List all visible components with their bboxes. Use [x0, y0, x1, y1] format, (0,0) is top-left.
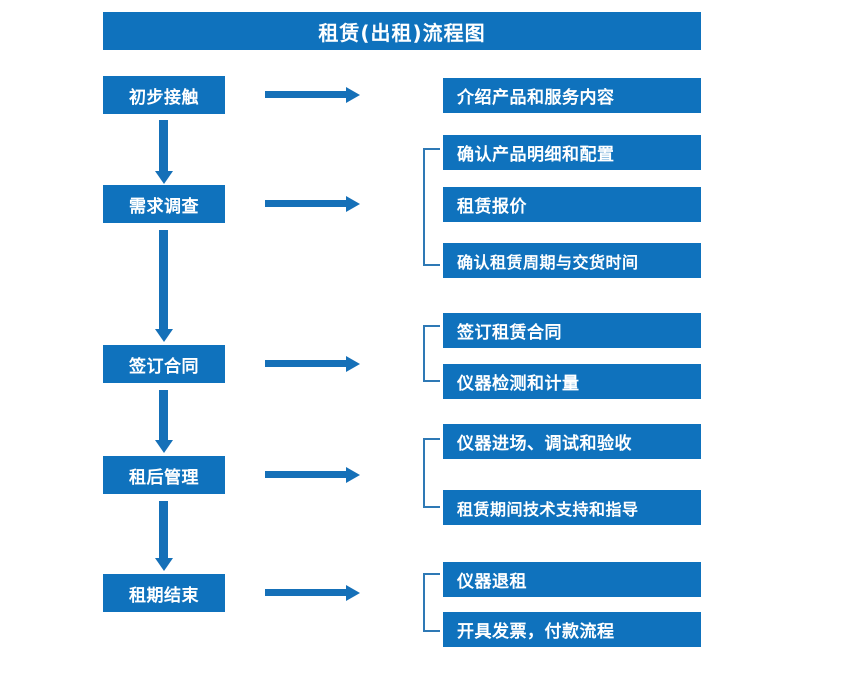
detail-box-2[interactable]: 确认产品明细和配置: [443, 135, 701, 170]
detail-box-1[interactable]: 介绍产品和服务内容: [443, 78, 701, 113]
detail-box-5[interactable]: 签订租赁合同: [443, 313, 701, 348]
down-arrow-icon-1: [159, 120, 168, 172]
right-arrow-icon-4: [265, 471, 347, 478]
detail-box-10[interactable]: 开具发票，付款流程: [443, 612, 701, 647]
group-bracket-3: [423, 325, 440, 382]
detail-box-9[interactable]: 仪器退租: [443, 562, 701, 597]
detail-box-3[interactable]: 租赁报价: [443, 187, 701, 222]
stage-box-4[interactable]: 租后管理: [103, 456, 225, 494]
detail-box-8[interactable]: 租赁期间技术支持和指导: [443, 490, 701, 525]
down-arrow-icon-3: [159, 390, 168, 441]
group-bracket-4: [423, 438, 440, 508]
stage-box-2[interactable]: 需求调查: [103, 185, 225, 223]
detail-box-4[interactable]: 确认租赁周期与交货时间: [443, 243, 701, 278]
down-arrow-icon-2: [159, 230, 168, 330]
down-arrow-icon-4: [159, 501, 168, 559]
right-arrow-icon-5: [265, 589, 347, 596]
right-arrow-icon-3: [265, 360, 347, 367]
stage-box-3[interactable]: 签订合同: [103, 345, 225, 383]
detail-box-7[interactable]: 仪器进场、调试和验收: [443, 424, 701, 459]
group-bracket-5: [423, 573, 440, 632]
stage-box-5[interactable]: 租期结束: [103, 574, 225, 612]
right-arrow-icon-1: [265, 91, 347, 98]
detail-box-6[interactable]: 仪器检测和计量: [443, 364, 701, 399]
right-arrow-icon-2: [265, 200, 347, 207]
chart-title: 租赁(出租)流程图: [103, 12, 701, 50]
group-bracket-2: [423, 148, 440, 266]
stage-box-1[interactable]: 初步接触: [103, 76, 225, 114]
